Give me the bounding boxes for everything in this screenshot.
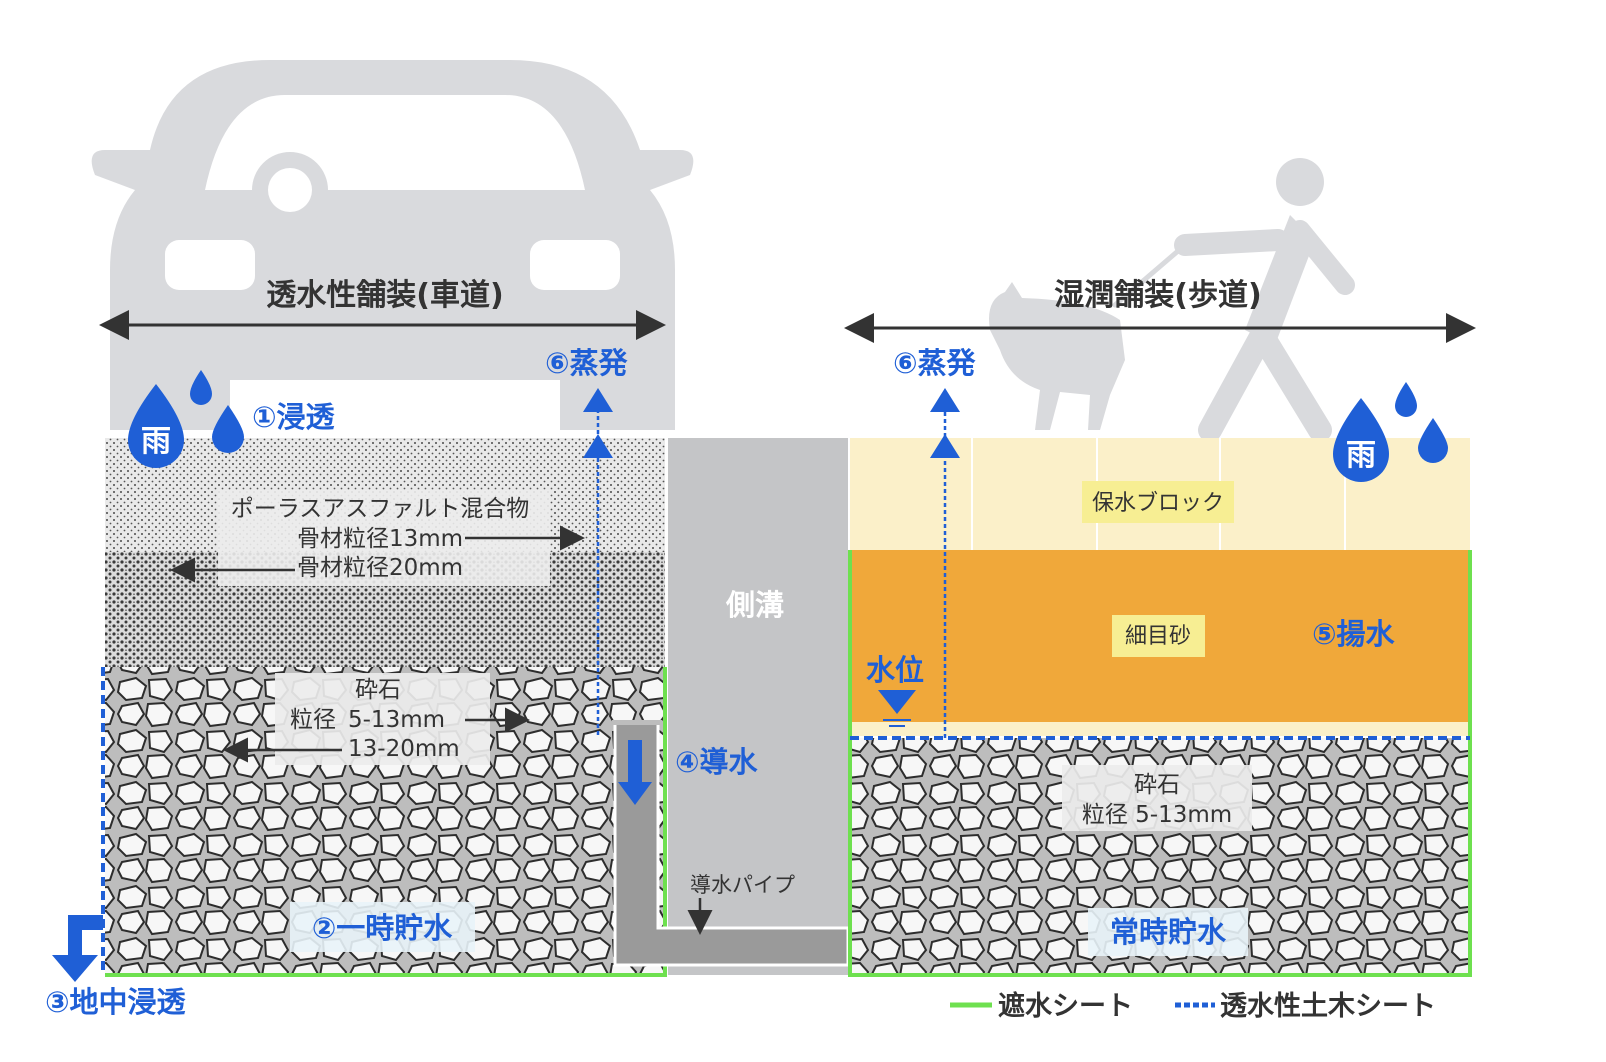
side-gutter xyxy=(668,438,848,975)
gutter-label: 側溝 xyxy=(725,588,784,622)
legend-permeable-label: 透水性土木シート xyxy=(1220,991,1436,1022)
right-rain-drop-large-icon xyxy=(1333,398,1389,482)
sand-label: 細目砂 xyxy=(1125,624,1191,649)
right-grain-label: 粒径 5-13mm xyxy=(1082,802,1232,828)
left-grain-5-13: 5-13mm xyxy=(348,707,445,733)
infiltration-label: ①浸透 xyxy=(252,400,336,434)
constant-storage-box xyxy=(1088,908,1248,956)
right-crushed-stone-label: 砕石 xyxy=(1134,772,1180,798)
legend-waterproof-label: 遮水シート xyxy=(998,990,1133,1022)
right-evaporation-label: ⑥蒸発 xyxy=(893,346,977,380)
aggregate-13-label: 骨材粒径13mm xyxy=(297,526,463,552)
left-evaporation-upper-arrow-icon xyxy=(583,388,613,412)
ground-infiltration-label: ③地中浸透 xyxy=(45,985,187,1019)
constant-storage-label: 常時貯水 xyxy=(1110,915,1227,949)
left-grain-prefix: 粒径 xyxy=(290,707,336,733)
left-rain-drop-medium-icon xyxy=(212,405,244,453)
sand-base-strip xyxy=(850,722,1470,736)
left-rain-drop-large-icon xyxy=(128,384,184,468)
asphalt-label: ポーラスアスファルト混合物 xyxy=(231,496,530,522)
block-label-box xyxy=(1082,481,1234,523)
left-waterproof-sheet xyxy=(105,667,667,977)
left-rain-drop-small-icon xyxy=(190,370,212,405)
temporary-storage-label: ②一時貯水 xyxy=(312,911,454,945)
pipe-label: 導水パイプ xyxy=(690,873,795,897)
right-rain-icon-label: 雨 xyxy=(1346,438,1376,473)
right-waterproof-sheet xyxy=(848,550,1472,977)
right-evaporation-lower-arrow-icon xyxy=(930,434,960,458)
water-guide-arrow-icon xyxy=(618,740,652,805)
left-section-title: 透水性舗装(車道) xyxy=(266,278,503,313)
right-rain-drop-small-icon xyxy=(1395,382,1417,417)
pumping-label: ⑤揚水 xyxy=(1312,617,1396,651)
water-level-icon xyxy=(878,690,916,714)
left-evaporation-label: ⑥蒸発 xyxy=(545,346,629,380)
pipe-cap xyxy=(612,720,662,725)
ground-infiltration-arrow-icon xyxy=(52,915,103,982)
right-rain-drop-medium-icon xyxy=(1418,418,1448,463)
sand-label-box xyxy=(1112,615,1205,657)
right-section-title: 湿潤舗装(歩道) xyxy=(1054,278,1261,313)
block-label: 保水ブロック xyxy=(1092,491,1224,516)
left-crushed-stone-label: 砕石 xyxy=(355,677,401,703)
water-level-label: 水位 xyxy=(866,653,924,687)
water-guide-label: ④導水 xyxy=(675,745,759,779)
right-stone-label-box xyxy=(1062,765,1252,831)
aggregate-20-label: 骨材粒径20mm xyxy=(297,555,463,581)
right-evaporation-upper-arrow-icon xyxy=(930,388,960,412)
left-evaporation-lower-arrow-icon xyxy=(583,434,613,458)
temporary-storage-box xyxy=(290,902,475,952)
left-grain-13-20: 13-20mm xyxy=(348,736,460,762)
left-rain-icon-label: 雨 xyxy=(141,424,171,459)
